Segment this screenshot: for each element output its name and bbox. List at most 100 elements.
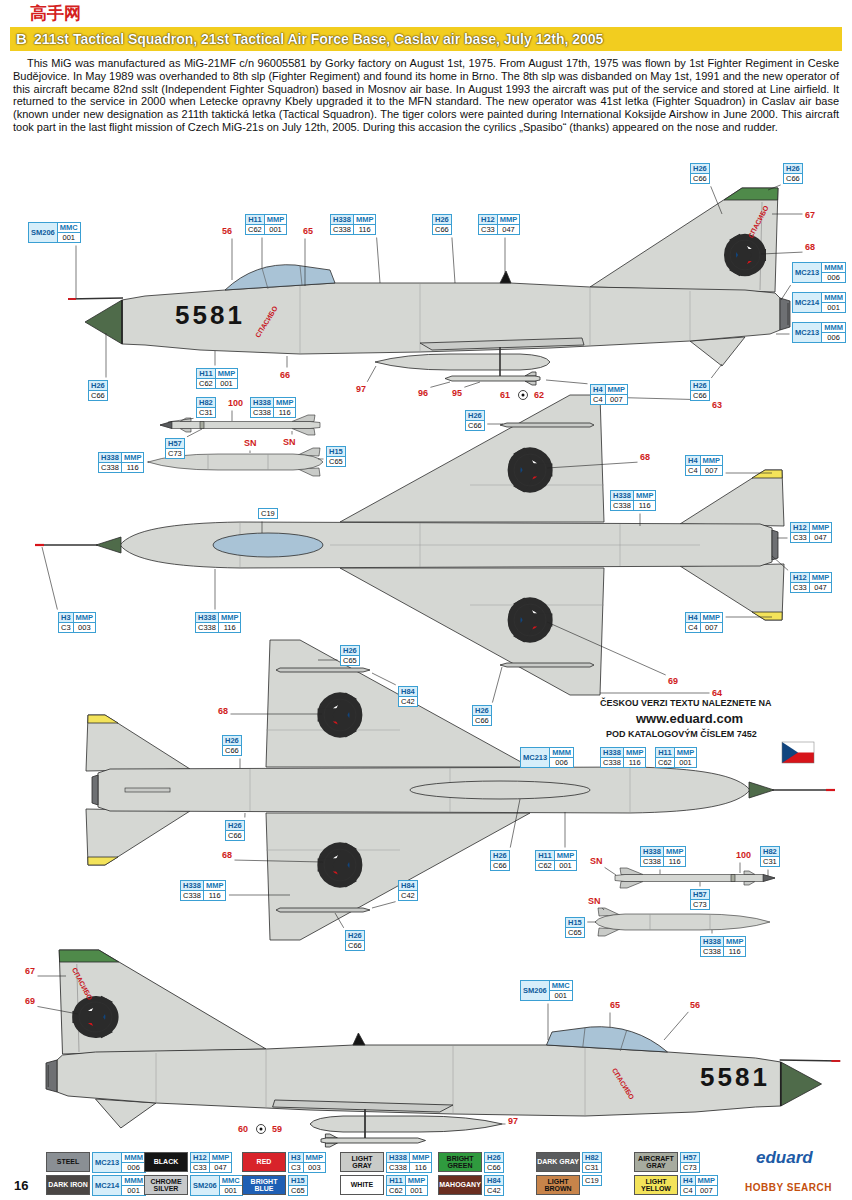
color-callout: H338MMPC338116 [700, 936, 746, 957]
leader-line [546, 380, 588, 384]
color-code: H12 [791, 573, 809, 582]
legend-code-box: H26C66 [484, 1152, 504, 1173]
title-band [10, 27, 842, 51]
color-code: C73 [681, 1163, 699, 1172]
leader-line [147, 462, 149, 463]
color-code: MMP [210, 1153, 232, 1162]
ventral-fin [125, 788, 170, 792]
callout-number: 69 [668, 676, 678, 686]
color-code: 006 [550, 758, 573, 767]
color-code: H26 [485, 1153, 503, 1162]
color-code: MMM [822, 293, 845, 302]
side-symbol-dot [260, 1128, 263, 1131]
color-callout: H338MMPC338116 [640, 846, 686, 867]
color-code: 006 [822, 273, 845, 282]
color-code: 047 [210, 1163, 232, 1172]
color-code: H26 [223, 736, 241, 745]
leader-line [430, 382, 450, 387]
leader-line [772, 214, 803, 215]
color-code: H3 [59, 613, 73, 622]
color-code: H84 [399, 687, 417, 696]
color-code: MMP [406, 1176, 428, 1185]
flag-blue [782, 742, 798, 763]
leader-line [168, 418, 194, 422]
color-code: C338 [387, 1163, 409, 1172]
legend-code-box: H338MMPC338116 [386, 1152, 432, 1173]
web-address: www.eduard.com [636, 711, 743, 727]
color-callout: H57C73 [165, 438, 185, 459]
color-code: MMC [550, 981, 572, 990]
color-callout: H12MMPC33047 [790, 572, 832, 593]
legend-code-box: SM206MMC001 [190, 1175, 243, 1196]
color-code: MMM [122, 1176, 145, 1185]
leader-line [664, 1012, 688, 1040]
color-code: H3 [289, 1153, 303, 1162]
color-callout: SM206MMC001 [28, 222, 81, 243]
legend-swatch: BRIGHT GREEN [438, 1152, 482, 1172]
color-callout: MC213MMM006 [792, 322, 846, 343]
color-code: H338 [196, 613, 218, 622]
color-code: MMP [304, 1153, 326, 1162]
color-callout: H15C65 [565, 917, 585, 938]
leader-line [106, 333, 107, 378]
color-code: H26 [466, 411, 484, 420]
leader-line [229, 895, 290, 896]
color-code: C338 [331, 225, 353, 234]
color-callout: H26C66 [345, 930, 365, 951]
legend-text: LIGHT YELLOW [635, 1178, 677, 1193]
legend-code-box: H84C42 [484, 1175, 504, 1196]
color-code: MMP [498, 215, 520, 224]
color-callout: H338MMPC338116 [610, 490, 656, 511]
color-callout: H11MMPC62001 [655, 747, 697, 768]
color-code: SM206 [29, 223, 57, 242]
leader-line [605, 867, 616, 875]
leader-line [76, 246, 77, 299]
color-code: H12 [191, 1153, 209, 1162]
color-code: C338 [196, 623, 218, 632]
color-callout: H26C66 [222, 735, 242, 756]
color-code: C66 [346, 941, 364, 950]
color-code: H15 [566, 918, 584, 927]
color-code: MC213 [793, 323, 821, 342]
callout-number: 97 [508, 1116, 518, 1126]
leader-line [726, 473, 772, 474]
color-code: 001 [822, 303, 845, 312]
color-code: MMP [74, 613, 96, 622]
color-code: C19 [583, 1176, 601, 1185]
color-code: C3 [59, 623, 73, 632]
legend-text: BRIGHT GREEN [439, 1155, 481, 1170]
leader-line [318, 660, 338, 661]
leader-line [510, 799, 520, 848]
color-code: H15 [327, 447, 345, 456]
color-code: MMM [122, 1153, 145, 1162]
color-code: C338 [601, 758, 623, 767]
color-code: H15 [289, 1176, 307, 1185]
color-code: H338 [611, 491, 633, 500]
leader-line [215, 569, 216, 610]
callout-number: SN [283, 437, 296, 447]
czech-note: ČESKOU VERZI TEXTU NALEZNETE NA [600, 698, 772, 709]
color-code: C4 [681, 1186, 695, 1195]
spine-line [330, 545, 700, 546]
color-code: C19 [259, 509, 277, 518]
callout-number: 68 [805, 242, 815, 252]
czech-note: POD KATALOGOVÝM ČÍSLEM 7452 [606, 729, 757, 740]
color-code: H4 [686, 613, 700, 622]
leader-line [232, 239, 233, 281]
legend-code-box: H12MMPC33047 [190, 1152, 232, 1173]
color-code: MMP [274, 398, 296, 407]
color-code: C338 [181, 891, 203, 900]
color-code: H4 [591, 385, 605, 394]
color-code: H4 [686, 456, 700, 465]
leader-line [452, 237, 455, 283]
callout-number: 68 [218, 706, 228, 716]
color-code: MMC [220, 1176, 242, 1185]
color-callout: H11MMPC62001 [196, 368, 238, 389]
color-code: C4 [686, 623, 700, 632]
leader-line [740, 863, 741, 874]
color-code: 001 [216, 379, 238, 388]
leader-line [700, 882, 701, 887]
color-callout: H26C66 [432, 214, 452, 235]
color-callout: H84C42 [398, 880, 418, 901]
color-code: C33 [791, 583, 809, 592]
